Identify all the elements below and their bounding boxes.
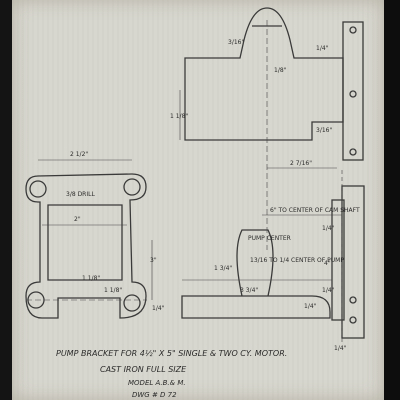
top-view: [184, 7, 364, 161]
dim-side-base-len: 3 3/4": [240, 287, 258, 294]
dim-side-bottom: 1/4": [334, 345, 347, 352]
dim-top-view-right-top: 1/4": [316, 45, 329, 52]
dim-bottom-offset: 1 1/8": [82, 275, 100, 282]
dim-side-height: 1 3/4": [214, 265, 232, 272]
dim-inner-width: 2": [74, 216, 81, 223]
title-block: PUMP BRACKET FOR 4½" X 5" SINGLE & TWO C…: [56, 349, 287, 399]
dim-center-to-cam: 6" TO CENTER OF CAM SHAFT: [270, 207, 360, 214]
dim-center-dist: 2 7/16": [290, 160, 312, 167]
title-line-1: PUMP BRACKET FOR 4½" X 5" SINGLE & TWO C…: [56, 349, 287, 358]
dim-side-right-lower: 1/4": [322, 287, 335, 294]
dim-side-small-mid: 1 1/8": [104, 287, 122, 294]
dim-top-view-left: 1 1/8": [170, 113, 188, 120]
dim-top-view-boss-top: 3/16": [228, 39, 244, 46]
title-line-3: MODEL A.B.& M.: [128, 379, 186, 387]
dim-left-height: 3": [150, 257, 157, 264]
front-view: [25, 173, 147, 319]
title-line-2: CAST IRON FULL SIZE: [100, 365, 187, 374]
dimension-labels: 2 1/2" 3/8 DRILL 2" 3" 1 1/8" 1/4" 1 1/8…: [66, 39, 360, 352]
technical-drawing: 2 1/2" 3/8 DRILL 2" 3" 1 1/8" 1/4" 1 1/8…: [25, 7, 365, 399]
background-edge: [384, 0, 400, 400]
side-center-note: 13/16 TO 1/4 CENTER OF PUMP: [250, 257, 344, 264]
dim-bottom-right-small: 1/4": [152, 305, 165, 312]
dim-top-view-right-bottom: 3/16": [316, 127, 332, 134]
pump-center-label: PUMP CENTER: [248, 235, 291, 242]
dim-side-right-mid: 4": [324, 260, 331, 267]
title-line-4: DWG # D 72: [132, 391, 177, 399]
dim-side-thick: 1/4": [304, 303, 317, 310]
drawing-sheet: 2 1/2" 3/8 DRILL 2" 3" 1 1/8" 1/4" 1 1/8…: [12, 0, 384, 400]
dim-drill-note: 3/8 DRILL: [66, 191, 95, 198]
dim-top-view-mid: 1/8": [274, 67, 287, 74]
dim-top-width: 2 1/2": [70, 151, 88, 158]
dim-side-right-upper: 1/4": [322, 225, 335, 232]
